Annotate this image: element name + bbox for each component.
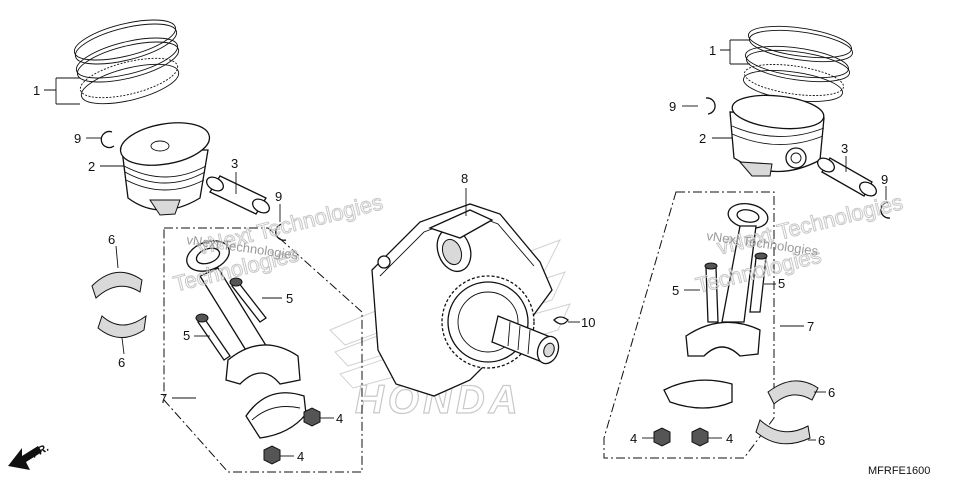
rod-bolt-left-upper [229,277,267,323]
callout-woodruff-key: 10 [581,315,595,330]
callout-rod-bolt-left-upper: 5 [286,291,293,306]
callout-rod-assembly-right: 7 [807,319,814,334]
callout-rod-bolt-right-left: 5 [672,283,679,298]
piston-clip-left-a [100,130,115,149]
direction-label: FR. [30,442,51,461]
leader-bearing-left-upper [115,245,119,269]
callout-piston-left: 2 [88,159,95,174]
callout-clip-left-b: 9 [275,189,282,204]
callout-rod-bolt-right-right: 5 [778,276,785,291]
callout-bearing-right-upper: 6 [828,385,835,400]
woodruff-key [553,316,569,325]
connecting-rod-left [186,240,307,439]
piston-rings-right [742,25,853,102]
callout-rod-nut-right-left: 4 [630,431,637,446]
piston-pin-left [205,175,271,215]
callout-piston-pin-left: 3 [231,156,238,171]
piston-pin-right [816,157,878,197]
rod-nut-left-upper [303,407,321,427]
leader-rings-left [44,77,80,105]
rod-nut-right-right [691,427,709,447]
piston-right [729,94,825,177]
piston-clip-right-b [880,201,891,219]
callout-bearing-right-lower: 6 [818,433,825,448]
bearing-left-upper [91,271,143,299]
leader-bearing-left-lower [121,337,125,355]
callout-bearing-left-lower: 6 [118,355,125,370]
crankshaft [371,203,560,397]
callout-rod-nut-right-right: 4 [726,431,733,446]
callout-piston-rings-left: 1 [33,83,40,98]
leader-rings-right [720,39,750,65]
callout-rod-nut-left-upper: 4 [336,411,343,426]
callout-rod-bolt-left-lower: 5 [183,328,190,343]
callout-piston-right: 2 [699,131,706,146]
callout-clip-left-a: 9 [74,131,81,146]
callout-bearing-left-upper: 6 [108,232,115,247]
piston-clip-left-b [275,223,287,241]
callout-clip-right-b: 9 [881,172,888,187]
rod-assembly-outline-right [603,191,775,459]
rod-bolt-right-right [749,252,768,313]
callout-rod-assembly-left: 7 [160,391,167,406]
rod-bolt-left-lower [195,313,231,361]
rod-assembly-outline-left [163,227,363,473]
piston-rings-left [73,19,180,105]
rod-nut-right-left [653,427,671,447]
callout-piston-pin-right: 3 [841,141,848,156]
bearing-right-lower [755,419,811,445]
front-direction-arrow-icon [8,446,42,470]
rod-nut-left-lower [263,445,281,465]
callout-crankshaft: 8 [461,171,468,186]
callout-piston-rings-right: 1 [709,43,716,58]
callout-rod-nut-left-lower: 4 [297,449,304,464]
piston-clip-right-a [705,97,716,115]
callout-clip-right-a: 9 [669,99,676,114]
piston-left [119,122,211,216]
bearing-right-upper [767,380,819,405]
bearing-left-lower [97,314,147,338]
connecting-rod-right [663,203,769,409]
diagram-code: MFRFE1600 [868,465,930,477]
rod-bolt-right-left [704,262,719,323]
